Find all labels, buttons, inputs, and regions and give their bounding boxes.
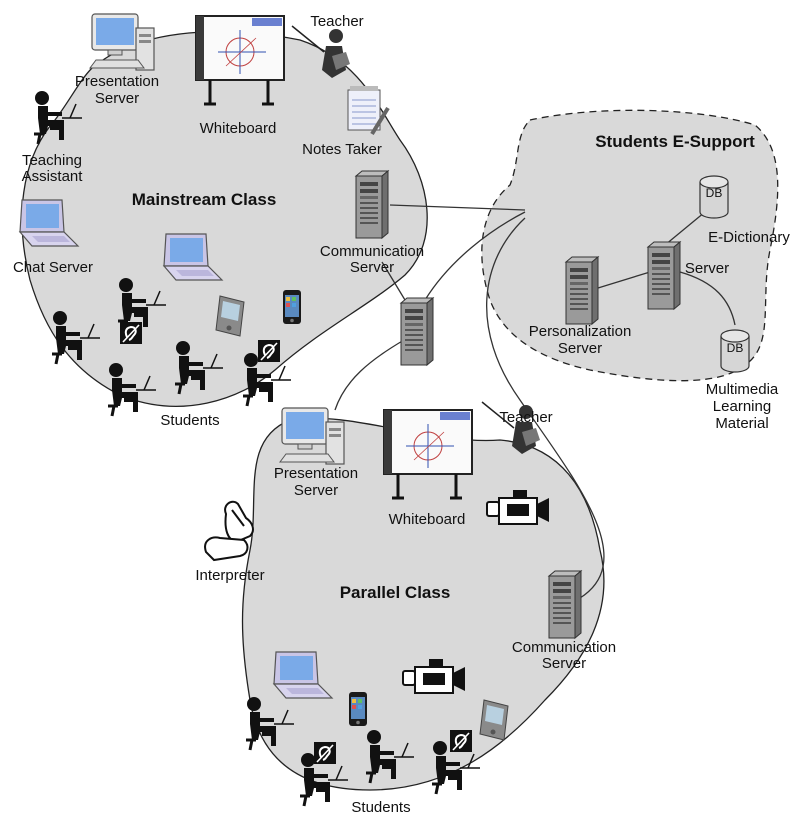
personalization-server-label-line2: Server xyxy=(558,340,602,357)
teaching-assistant-label-line2: Assistant xyxy=(22,168,84,185)
whiteboard-2-label: Whiteboard xyxy=(389,511,466,528)
link-comm-mid-to-pres2 xyxy=(334,339,405,411)
students-1-label: Students xyxy=(160,412,219,429)
presentation-server-1-label-line2: Server xyxy=(95,90,139,107)
server-label: Server xyxy=(685,260,729,277)
teaching-assistant-label-line1: Teaching xyxy=(22,152,82,169)
mainstream-class-title: Mainstream Class xyxy=(132,190,277,209)
parallel-class-title: Parallel Class xyxy=(340,583,451,602)
link-support-to-comm2 xyxy=(486,217,605,599)
hearing-impaired-icon xyxy=(257,339,281,363)
hearing-impaired-icon xyxy=(119,321,143,345)
multimedia-label-line1: Multimedia xyxy=(706,381,779,398)
interpreter-label: Interpreter xyxy=(195,567,264,584)
communication-server-1-icon xyxy=(355,170,389,239)
whiteboard-1-label: Whiteboard xyxy=(200,120,277,137)
student-mobile-phone-2-icon xyxy=(349,692,367,726)
presentation-server-2-label-line1: Presentation xyxy=(274,465,358,482)
students-2-label: Students xyxy=(351,799,410,816)
presentation-server-1-desktop-icon xyxy=(89,13,155,71)
communication-server-2-icon xyxy=(548,570,582,639)
link-personalization-to-server xyxy=(597,271,651,289)
presentation-server-2-desktop-icon xyxy=(279,407,345,465)
teacher-2-label: Teacher xyxy=(499,409,552,426)
students-e-support-title: Students E-Support xyxy=(595,132,755,151)
e-dictionary-label: E-Dictionary xyxy=(708,229,790,246)
communication-server-1-label-line2: Server xyxy=(350,259,394,276)
communication-server-2-label-line2: Server xyxy=(542,655,586,672)
teacher-1-label: Teacher xyxy=(310,13,363,30)
multimedia-label-line2: Learning xyxy=(713,398,771,415)
link-comm1-to-comm-mid xyxy=(381,261,406,301)
student-mobile-phone-icon xyxy=(283,290,301,324)
personalization-server-label-line1: Personalization xyxy=(529,323,632,340)
hearing-impaired-icon xyxy=(313,741,337,765)
link-server-to-edictionary xyxy=(664,211,706,246)
support-server-icon xyxy=(647,241,681,310)
chat-server-label: Chat Server xyxy=(13,259,93,276)
sign-language-hands-icon xyxy=(204,500,254,562)
presentation-server-2-label-line2: Server xyxy=(294,482,338,499)
notes-taker-label: Notes Taker xyxy=(302,141,382,158)
link-comm1-to-support xyxy=(389,204,526,211)
communication-server-2-label-line1: Communication xyxy=(512,639,616,656)
hearing-impaired-icon xyxy=(449,729,473,753)
student-pda-icon xyxy=(215,295,245,337)
communication-server-mid-icon xyxy=(400,297,434,366)
presentation-server-1-label-line1: Presentation xyxy=(75,73,159,90)
multimedia-db-text: DB xyxy=(727,341,744,355)
link-server-to-multimedia xyxy=(679,271,736,326)
communication-server-1-label-line1: Communication xyxy=(320,243,424,260)
link-comm-mid-to-support xyxy=(424,211,526,301)
student-pda-2-icon xyxy=(479,699,509,741)
connection-lines xyxy=(334,204,736,599)
e-dictionary-db-text: DB xyxy=(706,186,723,200)
multimedia-label-line3: Material xyxy=(715,415,768,432)
personalization-server-icon xyxy=(565,256,599,325)
